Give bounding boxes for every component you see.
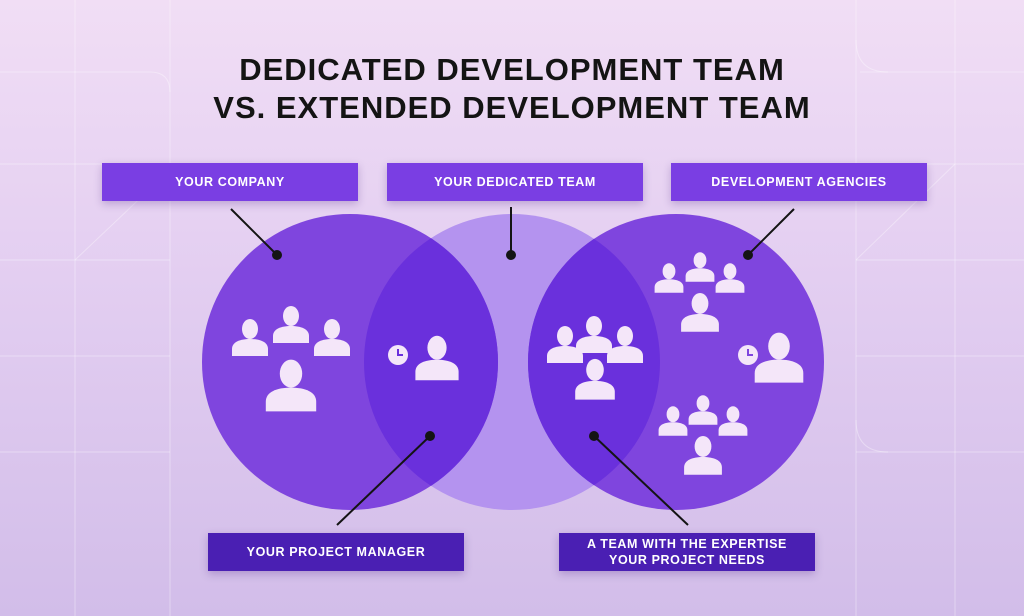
your-dedicated-team-text: YOUR DEDICATED TEAM <box>434 175 596 189</box>
development-agencies-label: DEVELOPMENT AGENCIES <box>671 163 927 201</box>
dedicated-team-dot <box>506 250 516 260</box>
agency-manager-icon <box>738 332 804 383</box>
your-company-dot <box>272 250 282 260</box>
expertise-team-label: A TEAM WITH THE EXPERTISE YOUR PROJECT N… <box>559 533 815 571</box>
your-project-manager-text: YOUR PROJECT MANAGER <box>246 545 426 559</box>
your-company-label: YOUR COMPANY <box>102 163 358 201</box>
your-project-manager-label: YOUR PROJECT MANAGER <box>208 533 464 571</box>
expertise-dot <box>589 431 599 441</box>
company-overlap <box>364 214 498 510</box>
expertise-text-line-1: A TEAM WITH THE EXPERTISE <box>587 537 787 551</box>
project-manager-connector <box>336 435 431 526</box>
project-manager-dot <box>425 431 435 441</box>
your-company-connector <box>230 208 278 256</box>
title-line-2: VS. EXTENDED DEVELOPMENT TEAM <box>213 90 811 125</box>
agencies-overlap <box>528 214 660 510</box>
agencies-dot <box>743 250 753 260</box>
agencies-connector <box>747 208 795 256</box>
project-manager-icon <box>388 335 459 381</box>
your-company-text: YOUR COMPANY <box>175 175 285 189</box>
title-line-1: DEDICATED DEVELOPMENT TEAM <box>239 52 785 87</box>
expertise-text-line-2: YOUR PROJECT NEEDS <box>609 553 765 567</box>
development-agencies-text: DEVELOPMENT AGENCIES <box>711 175 887 189</box>
expertise-connector <box>593 435 689 526</box>
your-dedicated-team-label: YOUR DEDICATED TEAM <box>387 163 643 201</box>
